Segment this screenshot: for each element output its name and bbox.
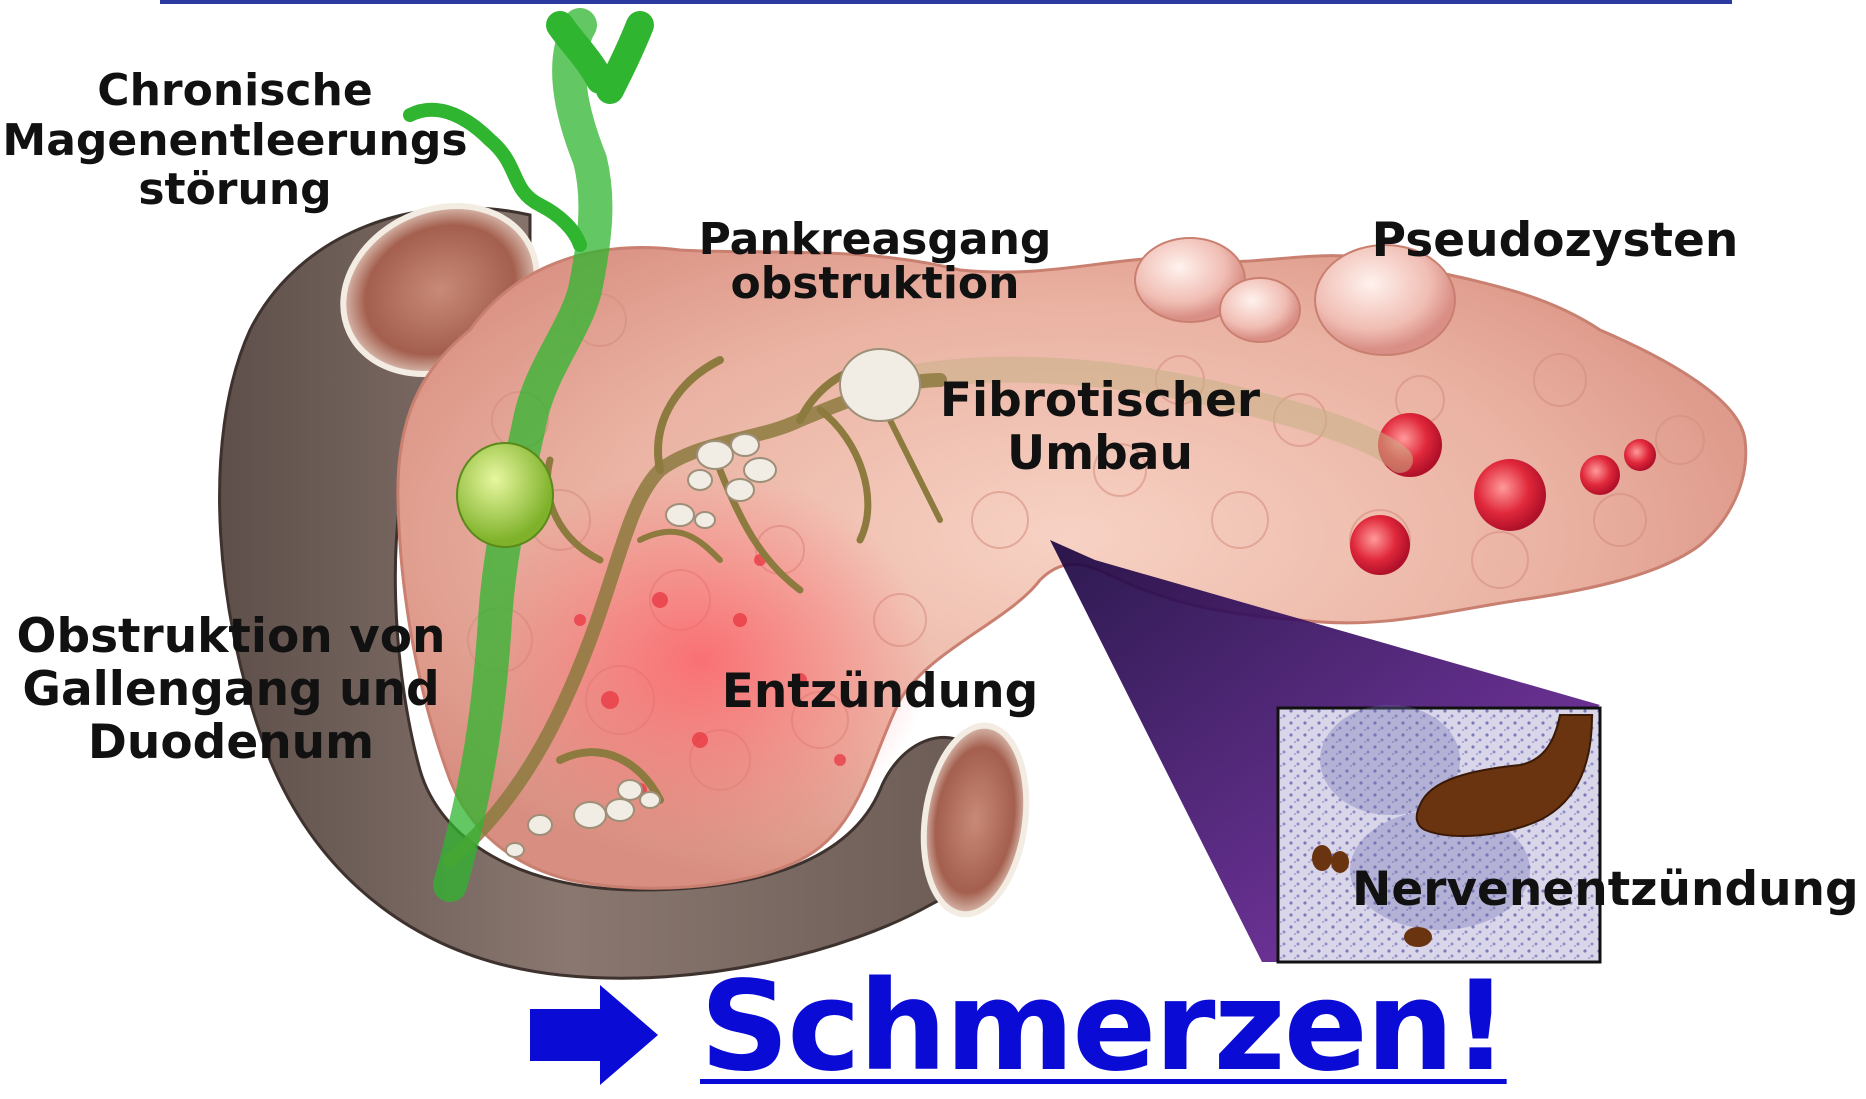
label-obstruction-line1: Obstruktion von [0, 610, 462, 663]
label-fibrotic-line1: Fibrotischer [920, 374, 1280, 427]
label-bile-duodenum-obstruction: Obstruktion von Gallengang und Duodenum [0, 610, 462, 769]
label-duct-line2: obstruktion [690, 262, 1060, 306]
gallbladder [457, 443, 553, 547]
label-gastric-line3: störung [0, 165, 470, 215]
label-fibrotic-line2: Umbau [920, 427, 1280, 480]
label-duct-line1: Pankreasgang [690, 218, 1060, 262]
label-gastric-line1: Chronische [0, 66, 470, 116]
label-inflammation: Entzündung [700, 665, 1060, 718]
histology-inset [1278, 705, 1600, 962]
right-arrow-icon [530, 985, 660, 1085]
label-gastric-emptying: Chronische Magenentleerungs störung [0, 66, 470, 215]
label-fibrotic-remodeling: Fibrotischer Umbau [920, 374, 1280, 480]
label-pseudocysts: Pseudozysten [1360, 214, 1750, 267]
conclusion-pain: Schmerzen! [700, 955, 1507, 1099]
label-neuritis: Nervenentzündung [1352, 863, 1852, 916]
label-gastric-line2: Magenentleerungs [0, 116, 470, 166]
label-pseudocysts-text: Pseudozysten [1360, 214, 1750, 267]
label-obstruction-line3: Duodenum [0, 716, 462, 769]
label-obstruction-line2: Gallengang und [0, 663, 462, 716]
label-neuritis-text: Nervenentzündung [1352, 863, 1852, 916]
label-inflammation-text: Entzündung [700, 665, 1060, 718]
label-duct-obstruction: Pankreasgang obstruktion [690, 218, 1060, 306]
